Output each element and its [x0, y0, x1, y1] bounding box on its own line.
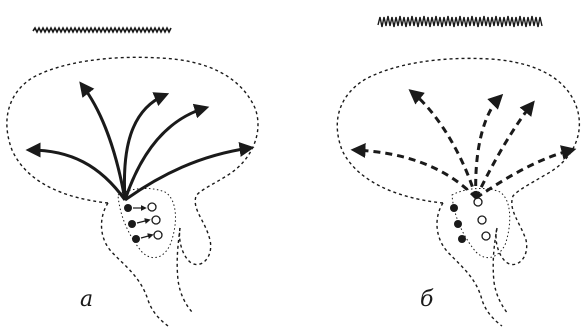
brain-outline-b	[337, 58, 579, 264]
cell-open	[478, 216, 486, 224]
cell-filled	[132, 235, 140, 243]
brainstem-outline-b	[437, 203, 508, 326]
arrow-a-upleft	[82, 85, 125, 200]
cell-filled	[124, 204, 132, 212]
arrow-b-upright	[476, 104, 532, 198]
arrow-b-up	[476, 97, 500, 198]
panel-label-b: б	[420, 287, 434, 312]
arrow-b-right	[476, 150, 572, 198]
arrows-b	[355, 92, 572, 198]
arrow-a-left	[30, 150, 125, 200]
arrow-b-left	[355, 150, 476, 198]
eeg-trace-b	[378, 16, 542, 27]
cell-open	[154, 231, 162, 239]
cell-open	[482, 232, 490, 240]
cell-filled	[454, 220, 462, 228]
arrows-a	[30, 85, 250, 200]
brain-outline-a	[7, 57, 258, 264]
panel-label-a: а	[80, 287, 93, 312]
arrow-b-upleft	[412, 92, 476, 198]
panel-a: а	[7, 28, 258, 326]
eeg-trace-a	[33, 28, 171, 32]
cell-filled	[458, 235, 466, 243]
brainstem-outline-a	[102, 203, 193, 326]
cells-b	[450, 198, 490, 243]
cell-open	[152, 216, 160, 224]
panel-b: б	[337, 16, 579, 326]
cell-filled	[450, 204, 458, 212]
cell-open	[148, 203, 156, 211]
cell-filled	[128, 220, 136, 228]
cell-open	[474, 198, 482, 206]
